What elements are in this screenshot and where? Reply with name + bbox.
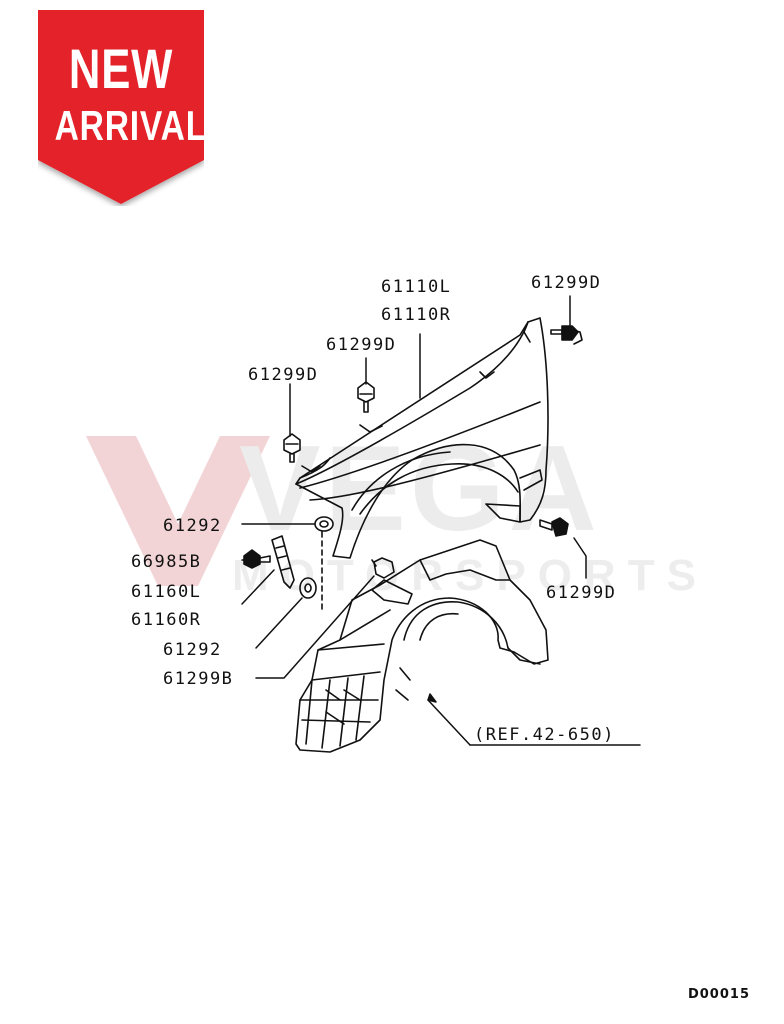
washer-upper [314, 516, 334, 532]
label-bolt-bottom: 61299B [163, 669, 233, 689]
new-arrival-badge: NEW ARRIVAL [38, 10, 208, 206]
bolt-left [283, 433, 301, 463]
label-liner-ref: (REF.42-650) [474, 725, 615, 745]
label-fender-left: 61110L [381, 277, 451, 297]
bolt-bottom [371, 557, 395, 579]
label-bolt-lower-right: 61299D [546, 583, 616, 603]
label-washer-lower: 61292 [163, 640, 222, 660]
fender-panel [295, 317, 549, 559]
clip-66985b [243, 549, 271, 569]
fender-liner [295, 539, 549, 753]
label-bolt-top-right: 61299D [531, 273, 601, 293]
washer-lower [299, 577, 317, 599]
badge-title: NEW [68, 37, 174, 100]
badge-ribbon-shape [38, 10, 204, 204]
diagram-code: D00015 [687, 987, 750, 1002]
label-bracket-right: 61160R [131, 610, 201, 630]
bolt-lower-right [539, 517, 569, 537]
label-clip: 66985B [131, 552, 201, 572]
label-bolt-left: 61299D [248, 365, 318, 385]
leader-lines [241, 295, 641, 746]
bolt-mid [357, 381, 375, 413]
label-bolt-mid: 61299D [326, 335, 396, 355]
bracket [271, 535, 295, 589]
label-washer-upper: 61292 [163, 516, 222, 536]
badge-subtitle: ARRIVAL [54, 102, 208, 149]
bolt-top-right [550, 325, 583, 345]
label-bracket-left: 61160L [131, 582, 201, 602]
label-fender-right: 61110R [381, 305, 451, 325]
